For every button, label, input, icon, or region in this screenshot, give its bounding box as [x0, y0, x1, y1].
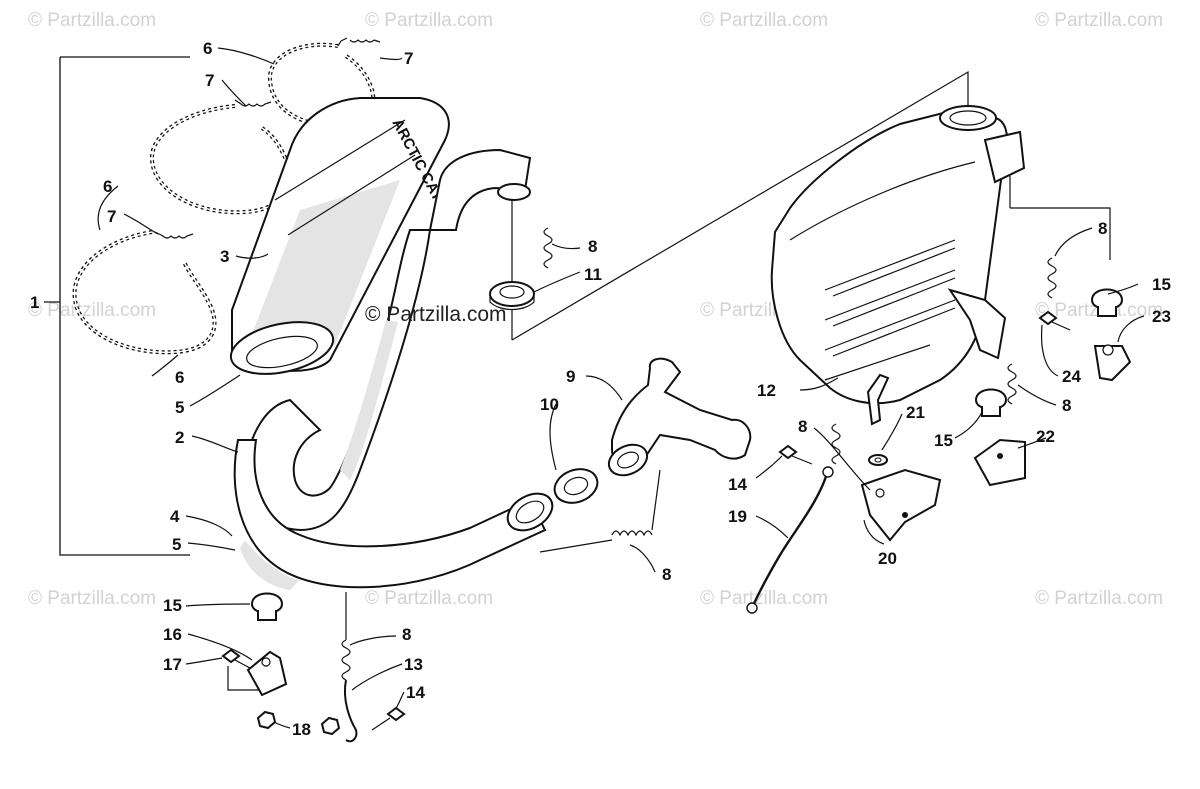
bracket-16	[246, 650, 288, 697]
callout-8: 8	[588, 237, 597, 256]
callout-4: 4	[170, 507, 180, 526]
callout-7: 7	[205, 71, 214, 90]
callout-7: 7	[107, 207, 116, 226]
callout-8: 8	[402, 625, 411, 644]
watermark: © Partzilla.com	[700, 588, 828, 609]
spring-upper	[337, 37, 381, 47]
callout-5: 5	[175, 398, 184, 417]
callout-24: 24	[1062, 367, 1081, 386]
watermark: © Partzilla.com	[700, 10, 828, 31]
watermark: © Partzilla.com	[28, 10, 156, 31]
bolt-14-bottom	[371, 706, 406, 731]
callout-19: 19	[728, 507, 747, 526]
assembly-bracket	[44, 56, 190, 556]
callout-22: 22	[1036, 427, 1055, 446]
rubber-mount-left	[250, 592, 284, 621]
callout-6: 6	[103, 177, 112, 196]
callout-8: 8	[798, 417, 807, 436]
head-pipe	[233, 148, 554, 590]
callout-10: 10	[540, 395, 559, 414]
spring-lower	[154, 231, 194, 239]
muffler-assembly: ARCTIC CAT	[229, 97, 450, 375]
callout-2: 2	[175, 428, 184, 447]
silencer-box	[770, 105, 1111, 405]
callout-23: 23	[1152, 307, 1171, 326]
callout-15: 15	[934, 431, 953, 450]
callout-18: 18	[292, 720, 311, 739]
clamp-lower	[72, 230, 217, 355]
spring-pipe-bottom	[341, 592, 351, 681]
callout-12: 12	[757, 381, 776, 400]
bolt-14-top	[778, 444, 813, 465]
watermark: © Partzilla.com	[1035, 588, 1163, 609]
spring-silencer-left	[831, 423, 841, 465]
spring-silencer-right-low	[1007, 363, 1017, 405]
clamp-middle	[149, 104, 292, 215]
callout-3: 3	[220, 247, 229, 266]
callout-8: 8	[662, 565, 671, 584]
washer-21	[868, 454, 888, 466]
bracket-23	[1093, 344, 1132, 382]
exhaust-gasket	[553, 468, 599, 504]
callout-9: 9	[566, 367, 575, 386]
callout-8: 8	[1098, 219, 1107, 238]
bolt-24	[1038, 310, 1071, 331]
grommet	[489, 200, 535, 311]
spring-pipe-mid	[539, 469, 661, 553]
callout-11: 11	[584, 265, 602, 284]
watermark: © Partzilla.com	[1035, 10, 1163, 31]
callout-15: 15	[163, 596, 182, 615]
nut-18-right	[320, 716, 341, 736]
watermark-center: © Partzilla.com	[365, 303, 507, 326]
callout-13: 13	[404, 655, 423, 674]
exhaust-manifold	[607, 357, 752, 477]
callout-7: 7	[404, 49, 413, 68]
callout-6: 6	[175, 368, 184, 387]
spring-silencer-right-top	[1047, 257, 1057, 299]
callout-8: 8	[1062, 396, 1071, 415]
cable	[746, 466, 834, 614]
callout-layer: 1 6 7 7 6 7 3 6 5 2 4 5 8 11 9 10 8 8 15…	[30, 39, 1171, 739]
nut-18-left	[256, 710, 277, 730]
callout-14: 14	[728, 475, 747, 494]
callout-1: 1	[30, 293, 39, 312]
watermark: © Partzilla.com	[365, 10, 493, 31]
watermark: © Partzilla.com	[365, 588, 493, 609]
callout-5: 5	[172, 535, 181, 554]
leader-lines-silencer	[511, 70, 969, 341]
bracket-22	[973, 438, 1026, 487]
callout-21: 21	[906, 403, 925, 422]
post-mount	[866, 373, 890, 426]
callout-16: 16	[163, 625, 182, 644]
callout-17: 17	[163, 655, 182, 674]
callout-15: 15	[1152, 275, 1171, 294]
bolt-17	[221, 648, 251, 669]
callout-14: 14	[406, 683, 425, 702]
callout-6: 6	[203, 39, 212, 58]
clip-13	[344, 679, 358, 743]
spring-middle	[234, 99, 272, 107]
watermark: © Partzilla.com	[28, 588, 156, 609]
rubber-mount-right-low	[974, 388, 1008, 417]
spring-pipe-top	[543, 227, 553, 269]
callout-20: 20	[878, 549, 897, 568]
rubber-mount-right-top	[1090, 288, 1124, 317]
bracket-20	[860, 468, 942, 542]
watermark: © Partzilla.com	[28, 300, 156, 321]
leader-lines	[97, 47, 1145, 729]
